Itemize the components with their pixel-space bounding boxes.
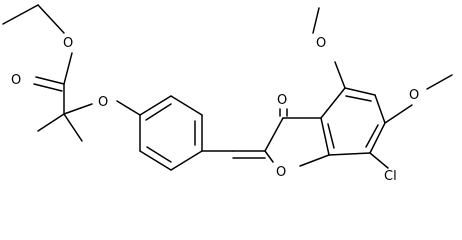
chlorine-label: Cl	[384, 169, 397, 184]
bond	[426, 74, 453, 90]
bond	[369, 122, 386, 154]
double-bond	[35, 76, 65, 85]
bond	[63, 52, 73, 85]
bond	[2, 4, 39, 25]
bond	[320, 117, 330, 156]
aromatic-inner-bond	[327, 123, 335, 149]
exocyclic-double-bond	[201, 150, 266, 159]
chloro-substituent	[369, 152, 389, 169]
chemical-structure: O O O O O O O Cl	[2, 4, 453, 184]
bond	[37, 4, 65, 34]
bond	[334, 61, 346, 89]
bond	[264, 117, 284, 152]
ethyl-ester-group	[2, 4, 73, 115]
aromatic-inner-bond	[145, 103, 172, 121]
bond	[116, 100, 141, 116]
bond	[37, 113, 65, 132]
bond	[344, 87, 376, 96]
bond	[374, 94, 386, 124]
furanone-ring	[264, 108, 330, 167]
bond	[312, 7, 320, 34]
ester-oxygen-label: O	[63, 36, 73, 51]
fused-benzene-ring	[320, 87, 386, 156]
double-bond	[33, 83, 63, 92]
bond	[320, 87, 346, 119]
bond	[170, 150, 203, 171]
methoxy-oxygen-label-right: O	[409, 88, 419, 103]
bond	[63, 113, 83, 142]
bond	[170, 95, 203, 116]
ketone-oxygen-label: O	[277, 93, 287, 108]
furan-oxygen-label: O	[276, 165, 286, 180]
bond	[264, 150, 274, 163]
gem-dimethyl-group	[37, 103, 93, 142]
aromatic-inner-bond	[345, 95, 372, 102]
methoxy-oxygen-label-top: O	[316, 36, 326, 51]
bond	[328, 152, 371, 156]
bond	[384, 104, 413, 124]
aromatic-inner-bond	[365, 124, 379, 148]
aromatic-inner-bond	[146, 146, 172, 163]
bond	[139, 150, 172, 171]
bond	[63, 103, 93, 115]
benzene-ring	[116, 95, 203, 171]
carbonyl-oxygen-label: O	[11, 73, 21, 88]
ether-oxygen-label: O	[98, 95, 108, 110]
bond	[369, 152, 389, 169]
bond	[299, 154, 330, 167]
methoxy-groups	[312, 7, 453, 124]
bond	[139, 95, 172, 116]
